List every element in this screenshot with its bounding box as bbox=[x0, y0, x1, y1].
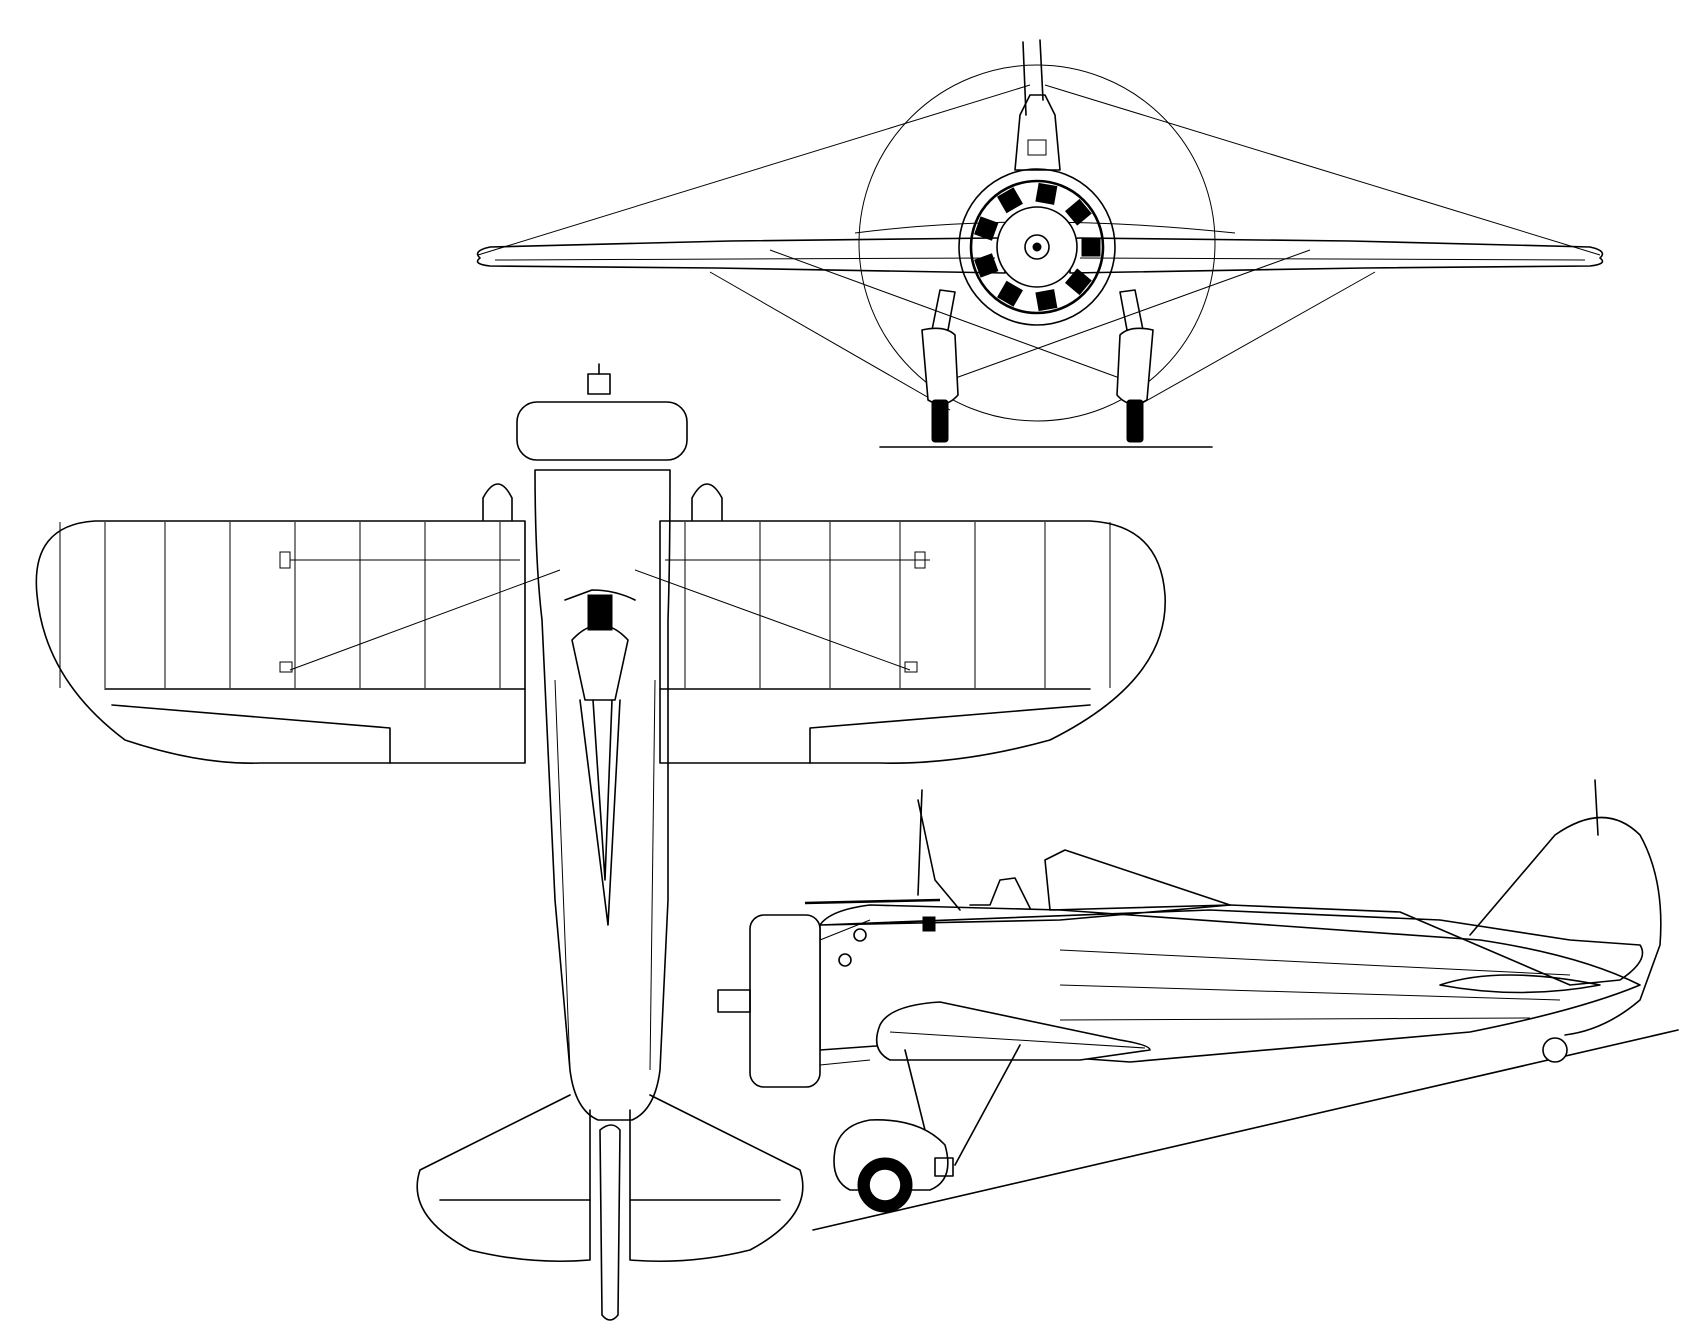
front-propeller-disc bbox=[858, 64, 1216, 422]
side-canopy bbox=[969, 849, 1231, 911]
front-engine-cowling bbox=[958, 168, 1116, 326]
engine-cylinder bbox=[1081, 237, 1101, 257]
plan-rudder bbox=[599, 1124, 621, 1321]
plan-engine-cowling bbox=[516, 363, 688, 461]
engine-cylinder bbox=[1064, 198, 1092, 226]
front-fin-and-antenna bbox=[1014, 39, 1061, 171]
side-fuselage bbox=[819, 904, 1644, 1063]
plan-fuselage bbox=[534, 469, 671, 1121]
engine-cylinder bbox=[997, 187, 1023, 214]
front-landing-gear bbox=[921, 289, 1154, 443]
side-ground-line bbox=[812, 1029, 1679, 1231]
engine-cylinder bbox=[974, 216, 999, 241]
front-view bbox=[476, 39, 1604, 448]
engine-cylinder bbox=[1035, 289, 1058, 312]
plan-view bbox=[35, 363, 1166, 1321]
engine-cylinder bbox=[1064, 268, 1092, 296]
side-landing-gear bbox=[833, 1044, 1021, 1213]
side-vertical-tail bbox=[1439, 779, 1662, 1063]
engine-cylinder bbox=[974, 253, 999, 278]
plan-wheel-fairings bbox=[482, 483, 723, 521]
plan-wing-ribs bbox=[59, 522, 1111, 688]
engine-cylinder bbox=[997, 280, 1023, 307]
plan-wing bbox=[35, 520, 1166, 764]
front-rigging-wires bbox=[477, 84, 1601, 411]
side-engine-cowling bbox=[717, 914, 871, 1088]
side-machine-guns bbox=[804, 789, 961, 932]
side-view bbox=[717, 779, 1679, 1231]
plan-tailplane bbox=[416, 1094, 804, 1263]
engine-cylinder bbox=[1035, 182, 1058, 205]
side-lower-wing bbox=[875, 1001, 1151, 1061]
